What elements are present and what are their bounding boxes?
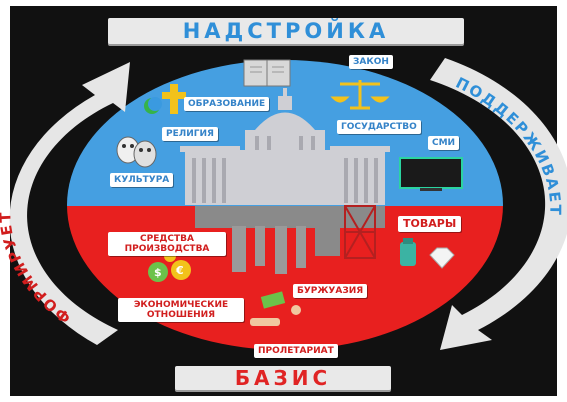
crescent-icon <box>144 97 162 114</box>
culture-label: КУЛЬТУРА <box>110 173 174 187</box>
book-icon <box>243 59 291 87</box>
product-icon <box>400 238 416 266</box>
cycle-arrows <box>9 58 567 350</box>
state-label: ГОСУДАРСТВО <box>337 120 421 134</box>
cash-hand-icon <box>250 291 301 326</box>
diamond-icon <box>429 247 455 269</box>
theater-masks-icon <box>116 136 157 168</box>
means-of-production-label: СРЕДСТВА ПРОИЗВОДСТВА <box>108 232 226 256</box>
right-arrow <box>430 58 567 350</box>
religion-label: РЕЛИГИЯ <box>162 127 218 141</box>
svg-text:€: € <box>175 264 184 277</box>
law-label: ЗАКОН <box>349 55 393 69</box>
media-label: СМИ <box>428 136 460 150</box>
capitol-building <box>180 88 390 205</box>
basis-title: БАЗИС <box>175 366 391 390</box>
svg-text:$: $ <box>154 266 162 279</box>
education-label: ОБРАЗОВАНИЕ <box>184 97 270 111</box>
tv-icon <box>399 157 463 191</box>
left-arrow <box>9 62 131 345</box>
superstructure-title: НАДСТРОЙКА <box>108 18 464 44</box>
bourgeoisie-label: БУРЖУАЗИЯ <box>293 284 368 298</box>
proletariat-label: ПРОЛЕТАРИАТ <box>254 344 338 358</box>
scales-icon <box>330 80 390 110</box>
economic-relations-label: ЭКОНОМИЧЕСКИЕ ОТНОШЕНИЯ <box>118 298 244 322</box>
cross-icon <box>162 84 186 114</box>
goods-label: ТОВАРЫ <box>398 216 462 232</box>
factory-silhouette <box>195 205 385 274</box>
